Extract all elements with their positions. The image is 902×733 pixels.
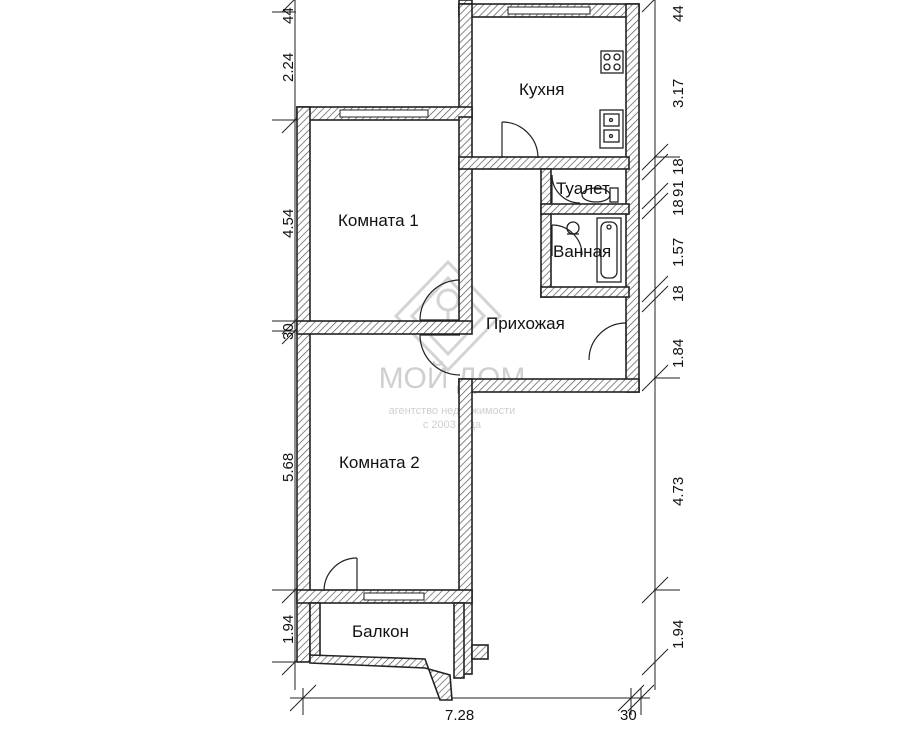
door-entrance: [588, 322, 627, 361]
dim-bottom-small: 30: [620, 707, 637, 724]
doors: [323, 121, 627, 592]
window-kitchen: [507, 6, 591, 15]
door-room1: [419, 279, 461, 321]
fixtures: [566, 50, 624, 283]
window-balcony-door: [363, 592, 425, 601]
room-label-bathroom: Ванная: [553, 242, 611, 261]
dim-left-1: 2.24: [280, 53, 297, 82]
door-balcony: [323, 557, 358, 592]
bathtub-icon: [596, 217, 622, 283]
room-label-toilet: Туалет: [556, 179, 610, 198]
dim-left-3: 30: [280, 323, 297, 340]
watermark-since: с 2003 года: [423, 419, 482, 431]
dim-right-2: 18: [670, 158, 687, 175]
window-room1: [339, 109, 429, 118]
washbasin-icon: [566, 221, 580, 235]
dim-left-2: 4.54: [280, 209, 297, 238]
room-labels: Кухня Туалет Ванная Комната 1 Прихожая К…: [338, 80, 611, 641]
door-toilet: [551, 174, 581, 204]
room-label-room2: Комната 2: [339, 453, 420, 472]
room-label-kitchen: Кухня: [519, 80, 565, 99]
dimension-labels: 44 2.24 4.54 30 5.68 1.94 44 3.17 18 91 …: [280, 5, 687, 724]
stove-icon: [600, 50, 624, 74]
dim-right-0: 44: [670, 5, 687, 22]
dim-left-4: 5.68: [280, 453, 297, 482]
dim-right-4: 18: [670, 199, 687, 216]
windows: [339, 6, 591, 601]
door-room2: [419, 334, 461, 376]
dim-left-0: 44: [280, 7, 297, 24]
dim-right-5: 1.57: [670, 238, 687, 267]
dim-bottom-total: 7.28: [445, 707, 474, 724]
toilet-icon: [581, 187, 619, 203]
kitchen-sink-icon: [599, 109, 624, 149]
room-label-balcony: Балкон: [352, 622, 409, 641]
watermark-tagline: агентство недвижимости: [389, 405, 516, 417]
room-label-room1: Комната 1: [338, 211, 419, 230]
dim-right-3: 91: [670, 180, 687, 197]
door-kitchen: [501, 121, 539, 159]
room-label-hallway: Прихожая: [486, 314, 565, 333]
dim-right-1: 3.17: [670, 79, 687, 108]
dim-right-6: 18: [670, 285, 687, 302]
watermark-logo-icon: [393, 259, 503, 373]
dim-right-7: 1.84: [670, 339, 687, 368]
dim-right-8: 4.73: [670, 477, 687, 506]
dim-left-5: 1.94: [280, 615, 297, 644]
watermark: МОЙ ДОМ агентство недвижимости с 2003 го…: [379, 259, 525, 431]
dim-right-9: 1.94: [670, 620, 687, 649]
